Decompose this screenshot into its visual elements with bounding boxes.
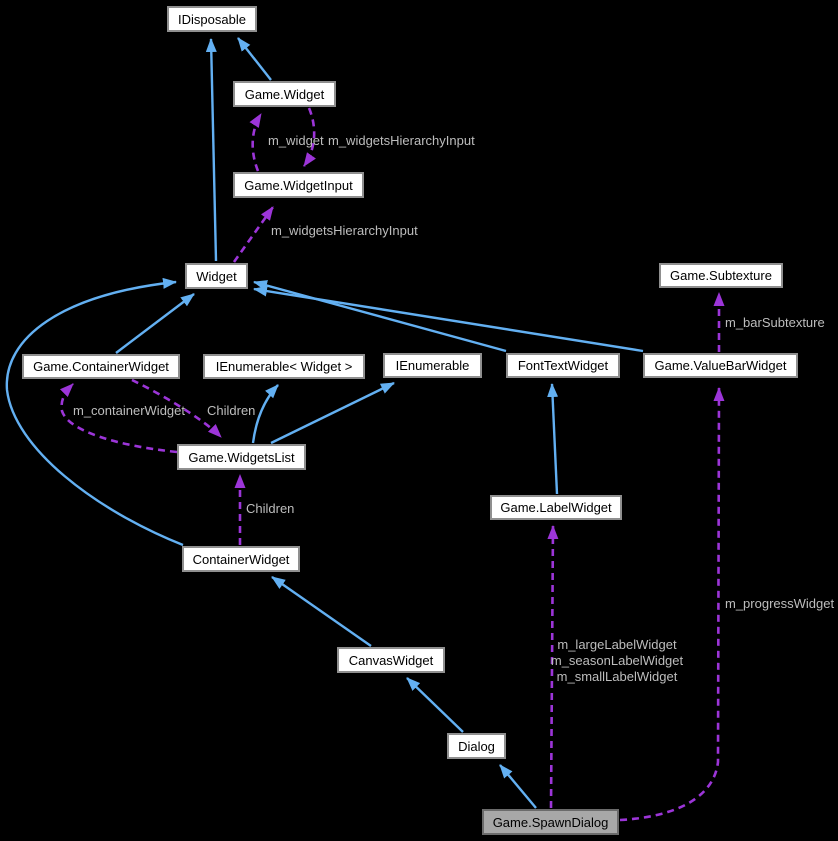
edge-label-m-smalllabelwidget: m_smallLabelWidget [556,669,678,684]
node-game-labelwidget[interactable]: Game.LabelWidget [490,495,622,520]
edge-widget-idisposable [205,38,218,262]
edge-label-m-widget: m_widget [268,133,324,148]
edge-gamecontainerwidget-widgetslist-children [131,378,222,438]
edge-canvaswidget-containerwidget [271,576,372,647]
edge-label-m-barsubtexture: m_barSubtexture [725,315,825,330]
edge-label-children-lower: Children [246,501,295,516]
edge-label-m-largelabelwidget: m_largeLabelWidget [557,637,677,652]
edge-valuebarwidget-widget [253,285,644,353]
edge-dialog-canvaswidget [406,677,464,733]
node-game-containerwidget[interactable]: Game.ContainerWidget [22,354,180,379]
edge-widgetslist-ienumerablewidget [251,384,279,444]
edge-widget-widgetinput-m-widgetshierarchyinput [232,206,275,263]
node-game-spawndialog[interactable]: Game.SpawnDialog [482,809,619,835]
edge-label-m-containerwidget: m_containerWidget [73,403,185,418]
edge-label-m-progresswidget: m_progressWidget [725,596,835,611]
edge-containerwidget-widget [5,277,184,547]
node-game-widgetslist[interactable]: Game.WidgetsList [177,444,306,470]
node-canvaswidget[interactable]: CanvasWidget [337,647,445,673]
node-game-widgetinput[interactable]: Game.WidgetInput [233,172,364,198]
node-game-subtexture[interactable]: Game.Subtexture [659,263,783,288]
edge-spawndialog-dialog [499,764,537,809]
node-ienumerable[interactable]: IEnumerable [383,353,482,378]
edge-gamecontainerwidget-widget [115,293,195,354]
edge-label-m-seasonlabelwidget: m_seasonLabelWidget [550,653,684,668]
node-ienumerable-widget[interactable]: IEnumerable< Widget > [203,354,365,379]
node-containerwidget[interactable]: ContainerWidget [182,546,300,572]
edge-label-m-widgetshierarchyinput-top: m_widgetsHierarchyInput [328,133,475,148]
edge-gamewidget-idisposable [237,37,272,81]
edge-spawndialog-valuebarwidget-m-progresswidget [619,387,725,822]
edge-label-m-widgetshierarchyinput-mid: m_widgetsHierarchyInput [271,223,418,238]
node-game-valuebarwidget[interactable]: Game.ValueBarWidget [643,353,798,378]
edge-label-children-upper: Children [207,403,256,418]
node-widget[interactable]: Widget [185,263,248,289]
edge-widgetslist-ienumerable [270,381,395,445]
node-fonttextwidget[interactable]: FontTextWidget [506,353,620,378]
edge-fonttextwidget-widget [253,280,507,353]
node-dialog[interactable]: Dialog [447,733,506,759]
edge-label-spawn-members: m_largeLabelWidget m_seasonLabelWidget m… [546,637,688,685]
node-idisposable[interactable]: IDisposable [167,6,257,32]
edge-widgetinput-gamewidget-m-widget [249,113,263,172]
node-game-widget[interactable]: Game.Widget [233,81,336,107]
edge-gamewidget-widgetinput-m-widgetshierarchyinput [302,107,316,167]
edge-widgetslist-gamecontainerwidget-m-containerwidget [59,383,178,454]
edge-labelwidget-fonttextwidget [547,383,559,495]
